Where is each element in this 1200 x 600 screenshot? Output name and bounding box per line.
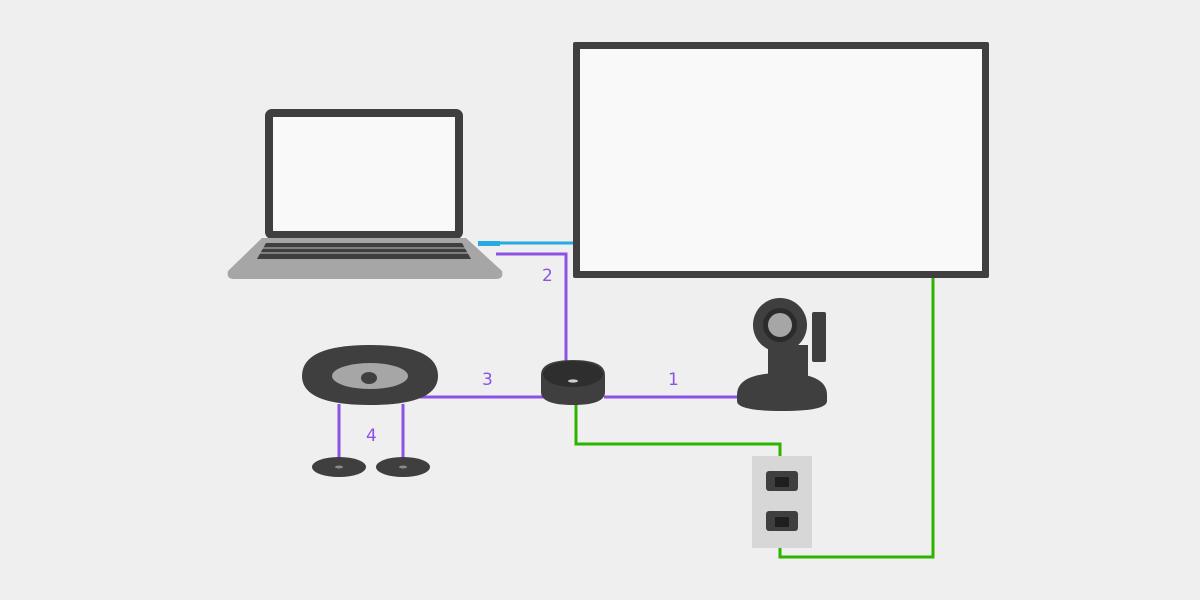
- outlet-plug-bottom: [775, 517, 789, 527]
- cable-label-2: 2: [542, 266, 553, 286]
- outlet-plate: [752, 456, 812, 548]
- cable-2-laptop-hub: [496, 252, 568, 362]
- speakerphone-button: [361, 372, 377, 384]
- laptop-icon: [227, 109, 503, 279]
- cable-label-3: 3: [482, 370, 493, 390]
- laptop-keys: [260, 247, 468, 254]
- cable-label-1: 1: [668, 370, 679, 390]
- wall-outlet-icon: [752, 456, 812, 548]
- speakerphone-icon: [302, 345, 438, 405]
- camera-arm: [812, 312, 826, 362]
- display-icon: [573, 42, 989, 278]
- microphone-pod-right: [376, 457, 430, 477]
- microphone-pod-left: [312, 457, 366, 477]
- laptop-screen: [273, 117, 455, 231]
- camera-base: [737, 373, 827, 411]
- cable-label-4: 4: [366, 426, 377, 446]
- camera-lens: [768, 313, 792, 337]
- hub-icon: [541, 360, 605, 405]
- hub-top: [543, 361, 603, 387]
- laptop-trackpad: [330, 262, 400, 272]
- mic-pod-dot: [335, 465, 343, 469]
- ptz-camera-icon: [737, 298, 827, 411]
- hdmi-cable: [478, 241, 578, 246]
- power-cable-hub: [574, 398, 782, 478]
- mic-pod-dot: [399, 465, 407, 469]
- usb-cables: [337, 252, 742, 460]
- laptop-keyboard: [257, 243, 471, 259]
- outlet-plug-top: [775, 477, 789, 487]
- display-screen: [580, 49, 982, 271]
- hub-light: [568, 379, 578, 383]
